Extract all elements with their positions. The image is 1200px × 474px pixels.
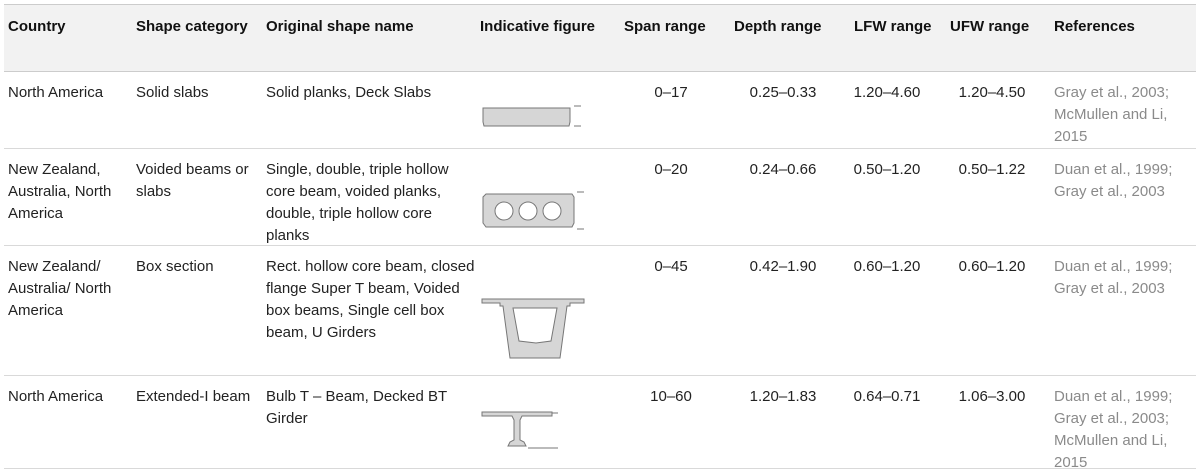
cell-lfw-range: 0.50–1.20 (853, 161, 921, 178)
table-row: New Zealand/ Australia/ North America Bo… (4, 246, 1196, 376)
table-row: New Zealand, Australia, North America Vo… (4, 149, 1196, 246)
cell-country: New Zealand, Australia, North America (8, 161, 112, 222)
cell-shape-category: Box section (136, 258, 214, 275)
cell-depth-range: 1.20–1.83 (749, 388, 817, 405)
header-indicative-figure: Indicative figure (480, 18, 596, 35)
header-references: References (1054, 18, 1135, 35)
cell-shape-category: Extended-I beam (136, 388, 251, 405)
table-row: North America Solid slabs Solid planks, … (4, 72, 1196, 149)
cell-span-range: 0–17 (654, 84, 688, 101)
cell-shape-category: Solid slabs (136, 84, 209, 101)
cell-depth-range: 0.42–1.90 (749, 258, 817, 275)
cell-span-range: 10–60 (650, 388, 692, 405)
box-section-figure (480, 298, 592, 364)
cell-ufw-range: 0.60–1.20 (958, 258, 1026, 275)
solid-slab-section-figure (480, 102, 590, 132)
cell-lfw-range: 1.20–4.60 (853, 84, 921, 101)
cell-references: Duan et al., 1999; Gray et al., 2003 (1054, 161, 1173, 200)
cell-references: Duan et al., 1999; Gray et al., 2003; Mc… (1054, 388, 1173, 471)
table-row: North America Extended-I beam Bulb T – B… (4, 376, 1196, 471)
cell-span-range: 0–45 (654, 258, 688, 275)
cell-country: New Zealand/ Australia/ North America (8, 258, 112, 319)
header-original-shape-name: Original shape name (266, 18, 414, 35)
cell-original-shape-name: Solid planks, Deck Slabs (266, 84, 432, 101)
cell-lfw-range: 0.60–1.20 (853, 258, 921, 275)
header-span-range: Span range (624, 18, 706, 35)
table-header: Country Shape category Original shape na… (4, 4, 1196, 72)
shape-table: Country Shape category Original shape na… (4, 4, 1196, 471)
cell-depth-range: 0.25–0.33 (749, 84, 817, 101)
cell-ufw-range: 1.06–3.00 (958, 388, 1026, 405)
cell-depth-range: 0.24–0.66 (749, 161, 817, 178)
header-lfw-range: LFW range (854, 18, 932, 35)
cell-references: Gray et al., 2003; McMullen and Li, 2015 (1054, 84, 1170, 145)
cell-original-shape-name: Bulb T – Beam, Decked BT Girder (266, 388, 447, 427)
cell-ufw-range: 1.20–4.50 (958, 84, 1026, 101)
cell-country: North America (8, 388, 104, 405)
cell-country: North America (8, 84, 104, 101)
cell-shape-category: Voided beams or slabs (136, 161, 249, 200)
cell-ufw-range: 0.50–1.22 (958, 161, 1026, 178)
cell-original-shape-name: Rect. hollow core beam, closed flange Su… (266, 258, 475, 341)
cell-span-range: 0–20 (654, 161, 688, 178)
cell-references: Duan et al., 1999; Gray et al., 2003 (1054, 258, 1173, 297)
header-ufw-range: UFW range (950, 18, 1030, 35)
header-shape-category: Shape category (136, 18, 248, 35)
header-depth-range: Depth range (734, 18, 822, 35)
voided-slab-section-figure (480, 189, 590, 231)
bulb-t-section-figure (480, 404, 592, 456)
cell-lfw-range: 0.64–0.71 (853, 388, 921, 405)
header-country: Country (8, 18, 66, 35)
cell-original-shape-name: Single, double, triple hollow core beam,… (266, 161, 449, 244)
